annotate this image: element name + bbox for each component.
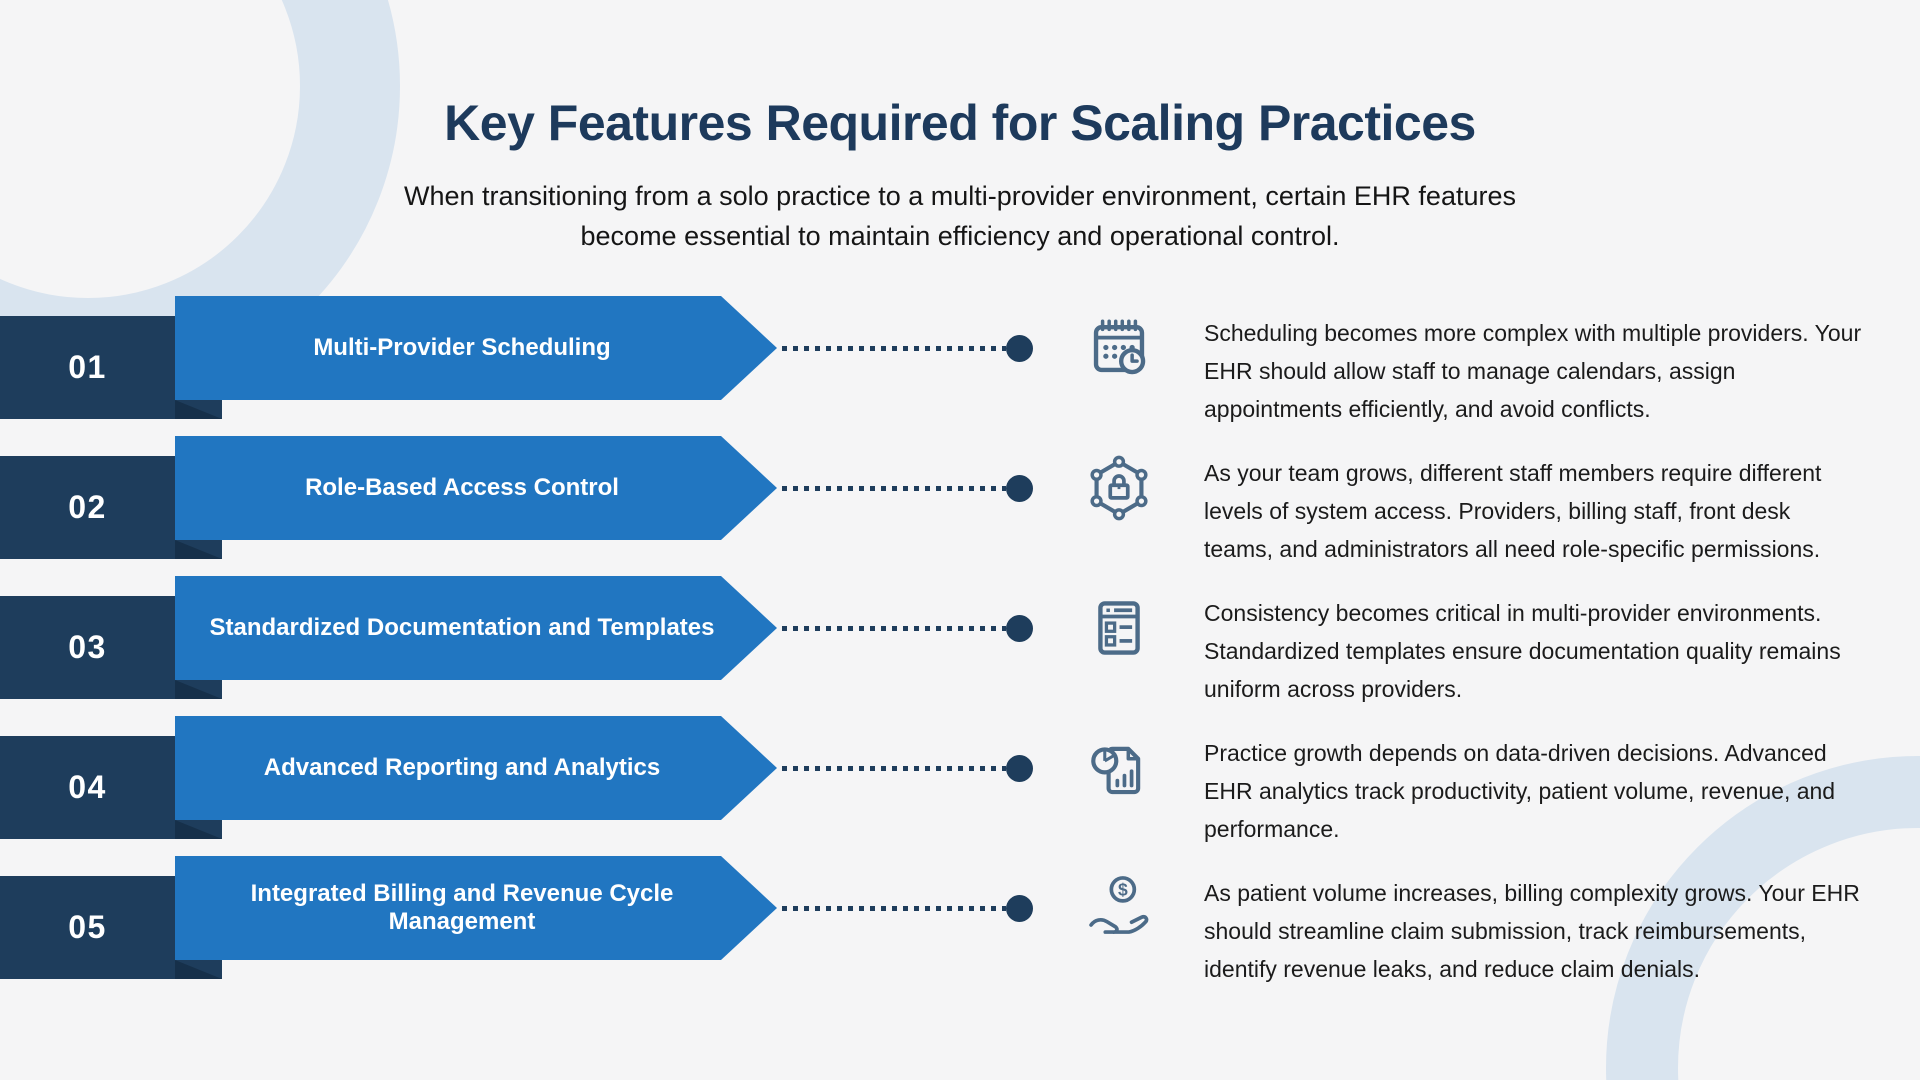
connector-end-dot	[1006, 335, 1033, 362]
step-number: 01	[68, 349, 107, 385]
feature-title: Standardized Documentation and Templates	[209, 614, 715, 641]
feature-description: Practice growth depends on data-driven d…	[1204, 740, 1836, 842]
feature-title: Multi-Provider Scheduling	[313, 334, 611, 361]
feature-banner: Multi-Provider Scheduling	[175, 296, 777, 400]
svg-text:$: $	[1118, 879, 1128, 899]
document-template-icon	[1084, 593, 1154, 663]
step-number: 05	[68, 909, 107, 945]
feature-description: As patient volume increases, billing com…	[1204, 880, 1860, 982]
dotted-connector	[782, 906, 1006, 911]
feature-banner: Role-Based Access Control	[175, 436, 777, 540]
dotted-connector	[782, 766, 1006, 771]
step-number: 02	[68, 489, 107, 525]
feature-description: Scheduling becomes more complex with mul…	[1204, 320, 1862, 422]
feature-row-1: 01 Multi-Provider Scheduling Scheduling …	[0, 296, 1920, 422]
dotted-connector	[782, 626, 1006, 631]
calendar-clock-icon	[1084, 313, 1154, 383]
feature-title: Integrated Billing and Revenue Cycle Man…	[250, 880, 674, 935]
page-title: Key Features Required for Scaling Practi…	[444, 95, 1476, 151]
lock-network-icon	[1084, 453, 1154, 523]
subtitle-line-2: become essential to maintain efficiency …	[580, 221, 1340, 251]
connector-end-dot	[1006, 475, 1033, 502]
page-subtitle: When transitioning from a solo practice …	[0, 176, 1920, 256]
dotted-connector	[782, 486, 1006, 491]
feature-row-4: 04 Advanced Reporting and Analytics Prac…	[0, 716, 1920, 842]
feature-title: Role-Based Access Control	[305, 474, 619, 501]
step-number: 03	[68, 629, 107, 665]
step-number: 04	[68, 769, 107, 805]
connector-end-dot	[1006, 755, 1033, 782]
connector-end-dot	[1006, 615, 1033, 642]
dotted-connector	[782, 346, 1006, 351]
feature-banner: Standardized Documentation and Templates	[175, 576, 777, 680]
feature-banner: Advanced Reporting and Analytics	[175, 716, 777, 820]
feature-banner: Integrated Billing and Revenue Cycle Man…	[175, 856, 777, 960]
feature-description: Consistency becomes critical in multi-pr…	[1204, 600, 1841, 702]
dollar-hand-icon: $	[1084, 873, 1154, 943]
connector-end-dot	[1006, 895, 1033, 922]
report-analytics-icon	[1084, 733, 1154, 803]
feature-row-2: 02 Role-Based Access Control As your tea…	[0, 436, 1920, 562]
feature-description: As your team grows, different staff memb…	[1204, 460, 1822, 562]
feature-title: Advanced Reporting and Analytics	[263, 754, 661, 781]
subtitle-line-1: When transitioning from a solo practice …	[404, 181, 1516, 211]
feature-row-3: 03 Standardized Documentation and Templa…	[0, 576, 1920, 702]
feature-row-5: 05 Integrated Billing and Revenue Cycle …	[0, 856, 1920, 982]
